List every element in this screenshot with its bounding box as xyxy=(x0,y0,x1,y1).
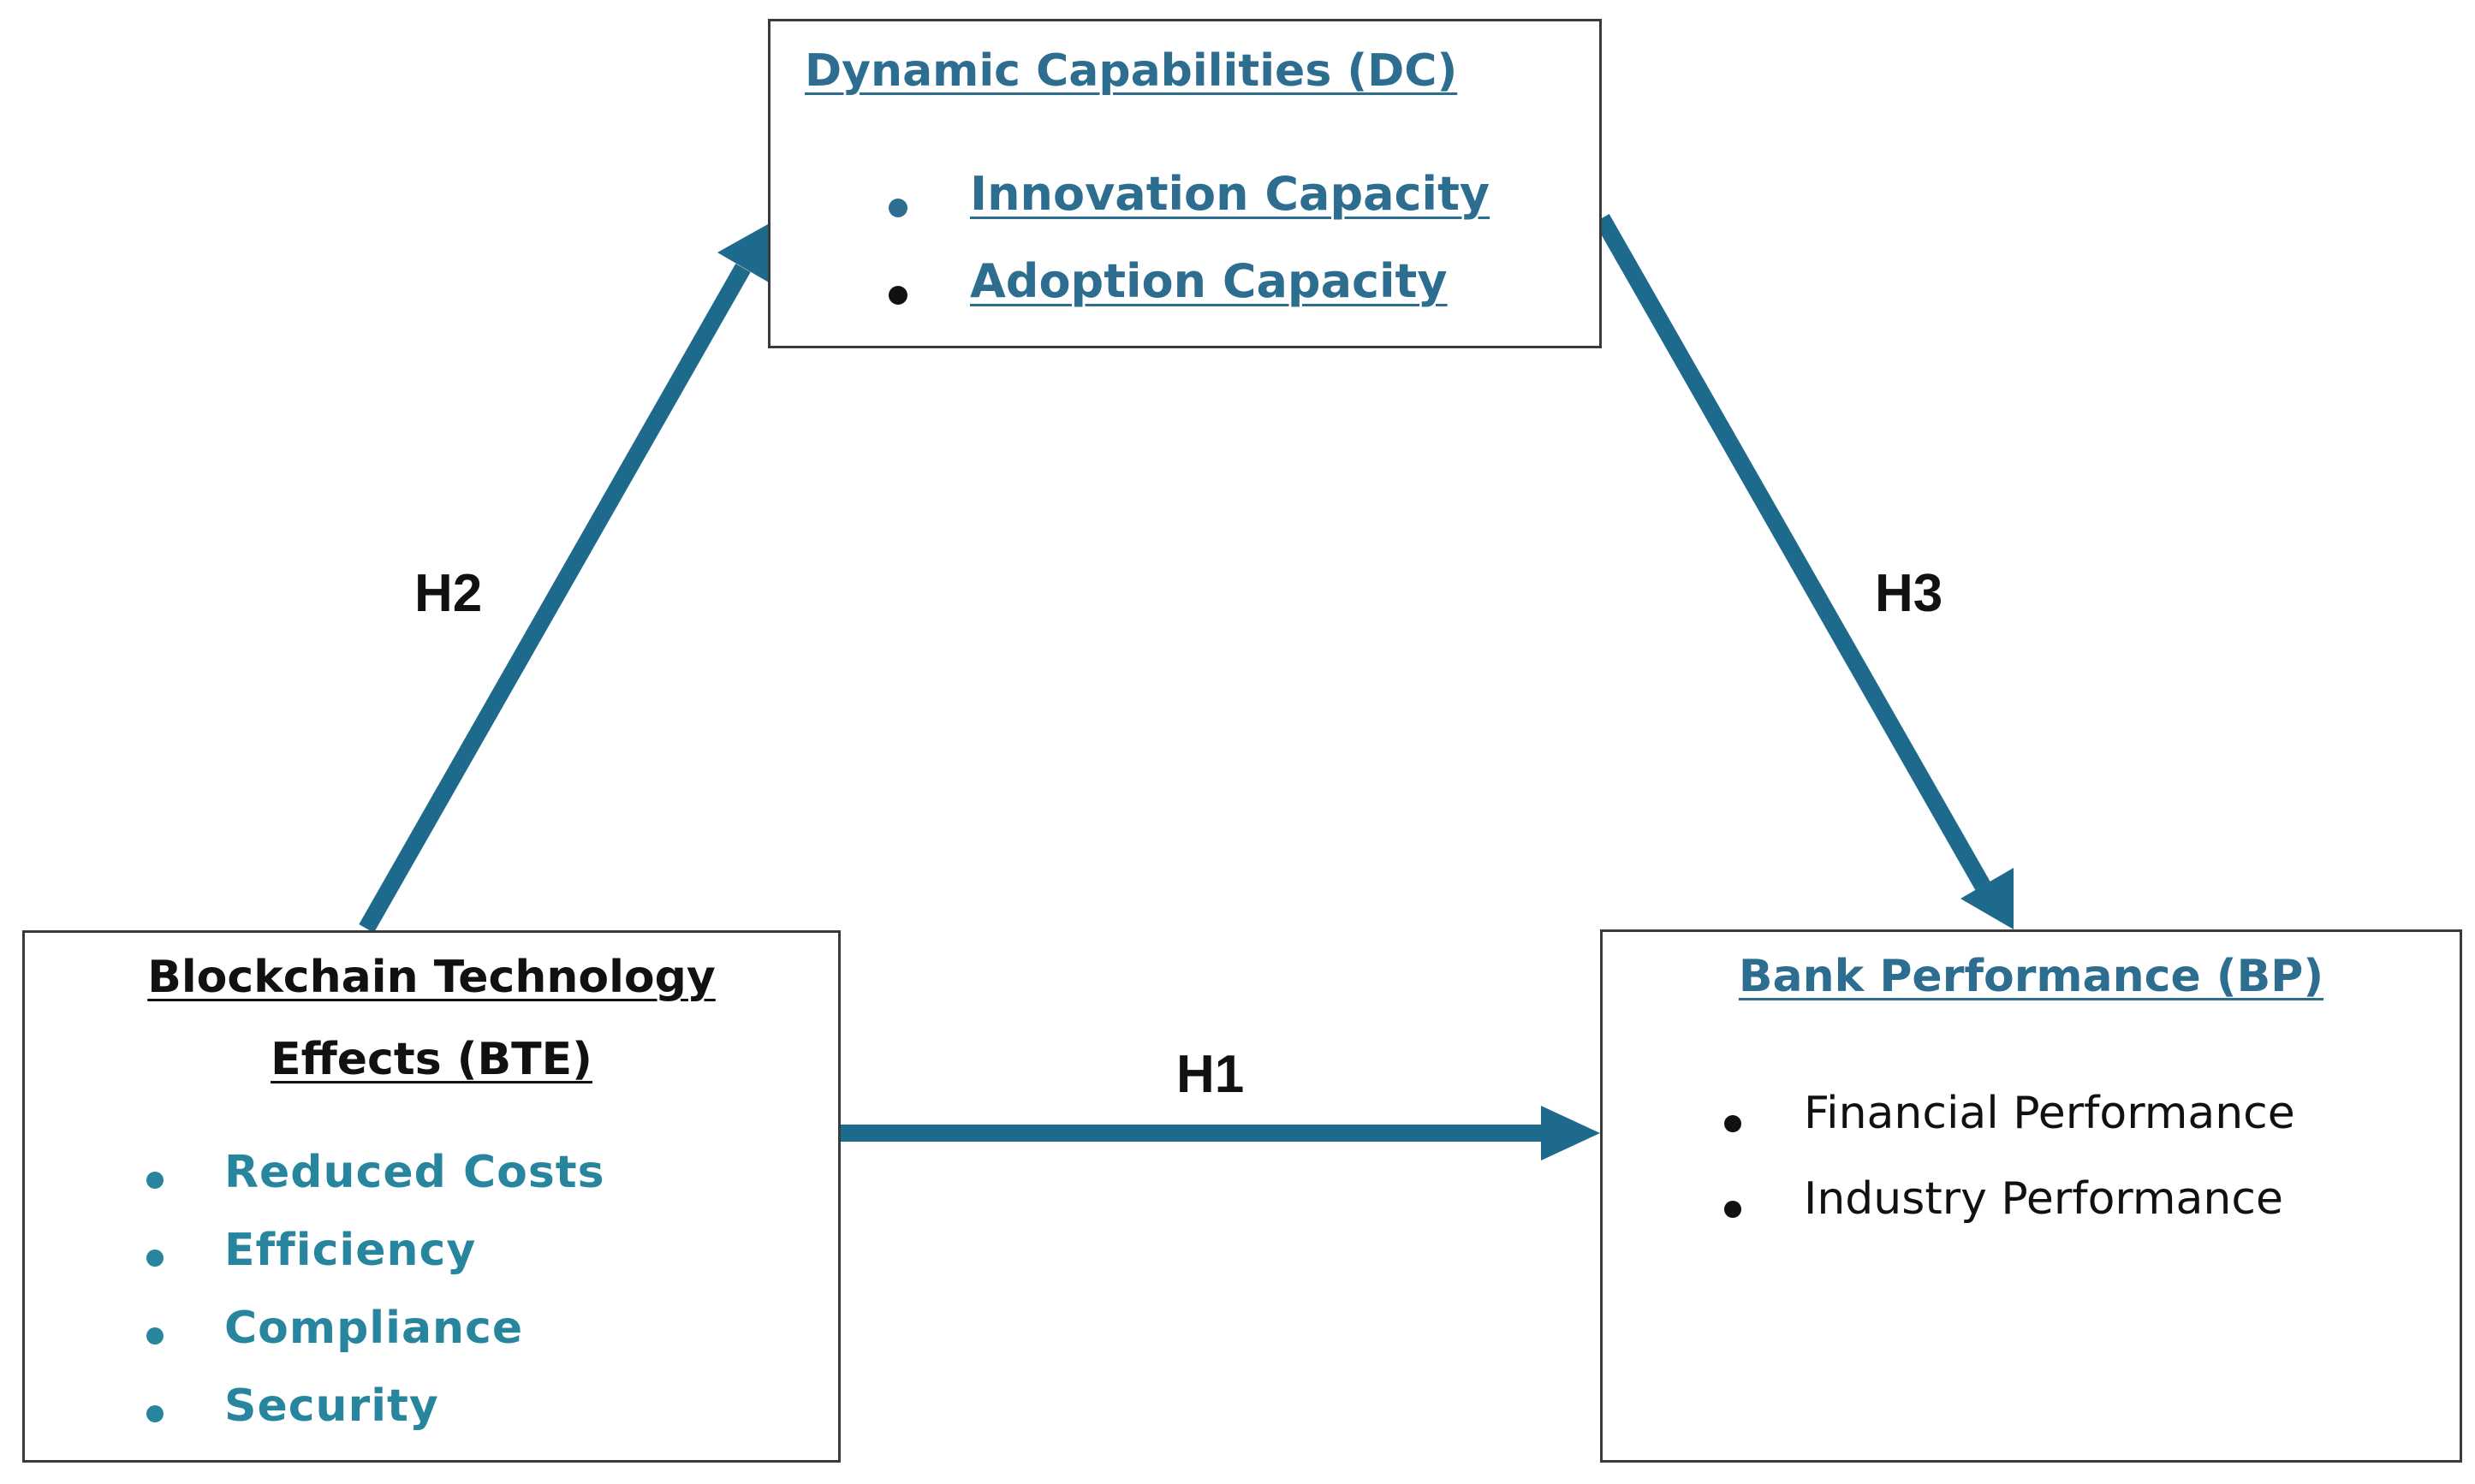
node-title-bte-line1: Blockchain Technology xyxy=(147,952,716,1003)
item-label: Efficiency xyxy=(224,1225,477,1276)
bullet-icon xyxy=(1724,1115,1741,1132)
bullet-icon xyxy=(889,199,907,217)
arrow-h1-bte-to-bp xyxy=(841,1106,1600,1160)
item-label: Reduced Costs xyxy=(224,1147,605,1198)
node-bank-performance: Bank Performance (BP) Financial Performa… xyxy=(1600,929,2462,1463)
node-title-bp: Bank Performance (BP) xyxy=(1738,951,2324,1002)
bullet-icon xyxy=(146,1327,164,1345)
item-label: Innovation Capacity xyxy=(970,167,1490,221)
arrow-h2-bte-to-dc xyxy=(359,224,769,933)
edge-label-h3: H3 xyxy=(1875,564,1943,623)
node-title-dc: Dynamic Capabilities (DC) xyxy=(805,45,1458,97)
node-dynamic-capabilities: Dynamic Capabilities (DC) Innovation Cap… xyxy=(768,19,1602,348)
item-label: Financial Performance xyxy=(1804,1088,2295,1139)
arrow-h3-dc-to-bp xyxy=(1594,214,2014,929)
bullet-icon xyxy=(146,1250,164,1267)
item-label: Security xyxy=(224,1380,439,1432)
item-label: Compliance xyxy=(224,1303,524,1354)
bullet-icon xyxy=(1724,1201,1741,1218)
item-label: Industry Performance xyxy=(1804,1173,2283,1225)
bullet-icon xyxy=(146,1405,164,1422)
bullet-icon xyxy=(146,1172,164,1189)
node-title-bte-line2: Effects (BTE) xyxy=(271,1034,592,1085)
item-label: Adoption Capacity xyxy=(970,254,1448,308)
edge-label-h1: H1 xyxy=(1176,1045,1245,1104)
node-blockchain-technology-effects: Blockchain Technology Effects (BTE) Redu… xyxy=(22,930,841,1463)
bullet-icon xyxy=(889,286,907,305)
edge-label-h2: H2 xyxy=(414,564,483,623)
